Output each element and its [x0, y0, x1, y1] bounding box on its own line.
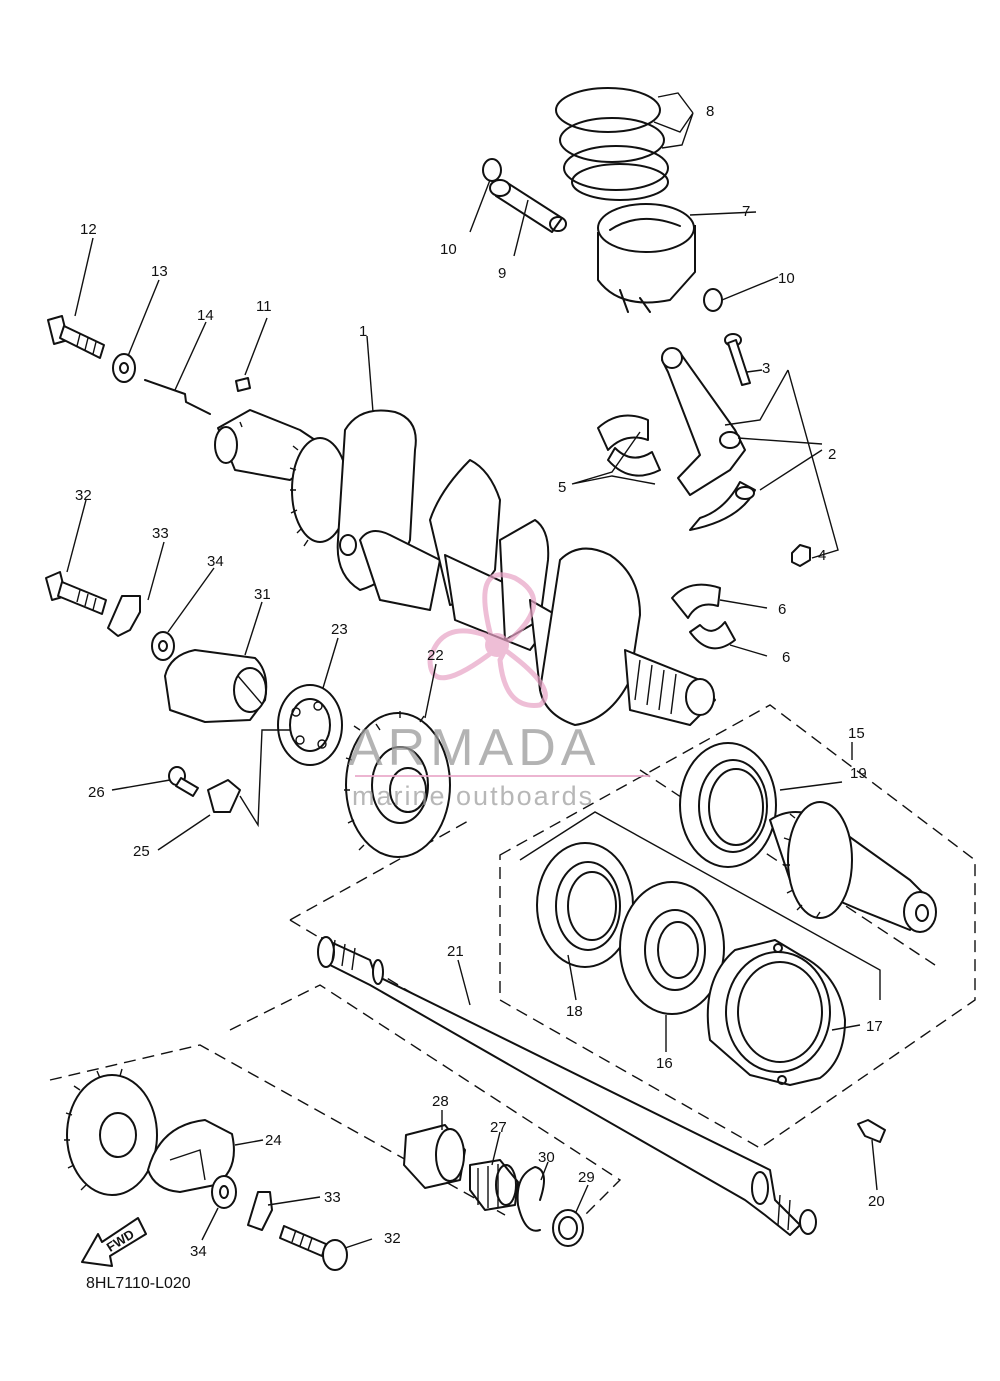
- main-bearing: [671, 583, 736, 650]
- fwd-arrow-icon: [81, 1217, 147, 1267]
- balancer-weight-31: [164, 649, 268, 723]
- screw-26: [168, 766, 199, 797]
- callout-32-upper: 32: [75, 487, 92, 504]
- callout-13: 13: [151, 263, 168, 280]
- balancer-24: [147, 1119, 235, 1193]
- retainer-leader: [239, 729, 290, 828]
- callout-28: 28: [432, 1093, 449, 1110]
- oil-seal-18: [536, 842, 634, 968]
- drive-shaft-21: [317, 936, 817, 1236]
- callout-10-upper: 10: [440, 241, 457, 258]
- callout-9: 9: [498, 265, 506, 282]
- callout-6-lower: 6: [782, 649, 790, 666]
- callout-33-lower: 33: [324, 1189, 341, 1206]
- callout-5: 5: [558, 479, 566, 496]
- callout-17: 17: [866, 1018, 883, 1035]
- callout-34-upper: 34: [207, 553, 224, 570]
- big-end-bearing: [597, 414, 661, 477]
- piston-pin-clip-upper: [482, 158, 502, 182]
- gear-22: [344, 711, 451, 858]
- needle-bearing-27: [469, 1159, 519, 1211]
- callout-18: 18: [566, 1003, 583, 1020]
- callout-10-lower: 10: [778, 270, 795, 287]
- connecting-rod: [661, 347, 756, 531]
- callout-3: 3: [762, 360, 770, 377]
- shaft-15: [769, 801, 937, 933]
- piston-pin: [489, 179, 567, 233]
- lock-washer-33-lower: [247, 1191, 273, 1231]
- callout-26: 26: [88, 784, 105, 801]
- callout-31: 31: [254, 586, 271, 603]
- housing-17: [706, 939, 846, 1086]
- callout-16: 16: [656, 1055, 673, 1072]
- callout-21: 21: [447, 943, 464, 960]
- callout-27: 27: [490, 1119, 507, 1136]
- callout-12: 12: [80, 221, 97, 238]
- piston: [597, 203, 696, 313]
- callout-32-lower: 32: [384, 1230, 401, 1247]
- drive-gear: [64, 1068, 158, 1196]
- armada-logo: [427, 572, 548, 708]
- bolt-32-lower: [279, 1225, 348, 1271]
- lock-plate-14: [144, 379, 211, 415]
- connecting-rod-bolt: [724, 333, 751, 386]
- callout-22: 22: [427, 647, 444, 664]
- bolt-20: [857, 1119, 886, 1143]
- group-line-lower: [49, 984, 622, 1246]
- bolt-12: [47, 315, 105, 359]
- callout-30: 30: [538, 1149, 555, 1166]
- callout-labels: 1 2 3 4 5 6 6 7 8 9 10 10 11 12 13 14 15…: [75, 103, 885, 1260]
- oil-seal-19: [679, 742, 777, 868]
- callout-19: 19: [850, 765, 867, 782]
- crankshaft: [214, 409, 716, 726]
- retainer-25: [207, 779, 241, 813]
- bearing-23: [277, 684, 343, 766]
- diagram-code: 8HL7110-L020: [86, 1275, 191, 1292]
- callout-4: 4: [818, 547, 826, 564]
- callout-34-lower: 34: [190, 1243, 207, 1260]
- collar-29: [552, 1209, 584, 1247]
- woodruff-key-11: [235, 377, 251, 392]
- piston-rings: [555, 87, 669, 201]
- sleeve-28: [403, 1124, 466, 1189]
- callout-14: 14: [197, 307, 214, 324]
- callout-29: 29: [578, 1169, 595, 1186]
- callout-20: 20: [868, 1193, 885, 1210]
- washer-13: [112, 353, 136, 383]
- callout-2: 2: [828, 446, 836, 463]
- leader-lines: [66, 92, 878, 1249]
- callout-33-upper: 33: [152, 525, 169, 542]
- washer-34-lower: [211, 1175, 237, 1209]
- bolt-32-upper: [45, 571, 107, 615]
- callout-15: 15: [848, 725, 865, 742]
- circlip-30: [516, 1166, 545, 1232]
- callout-6-upper: 6: [778, 601, 786, 618]
- connecting-rod-nut: [791, 544, 811, 567]
- callout-1: 1: [359, 323, 367, 340]
- watermark-tagline: marine outboards: [352, 781, 594, 811]
- group-box-15: [499, 704, 976, 1149]
- callout-25: 25: [133, 843, 150, 860]
- callout-11: 11: [256, 298, 272, 315]
- callout-8: 8: [706, 103, 714, 120]
- group-line-seal: [519, 811, 881, 1000]
- bearing-16: [619, 881, 725, 1015]
- piston-pin-clip-lower: [703, 288, 723, 312]
- washer-34-upper: [151, 631, 175, 661]
- callout-24: 24: [265, 1132, 282, 1149]
- callout-23: 23: [331, 621, 348, 638]
- watermark-brand: ARMADA: [348, 719, 600, 777]
- callout-7: 7: [742, 203, 750, 220]
- lock-washer-33-upper: [107, 595, 141, 637]
